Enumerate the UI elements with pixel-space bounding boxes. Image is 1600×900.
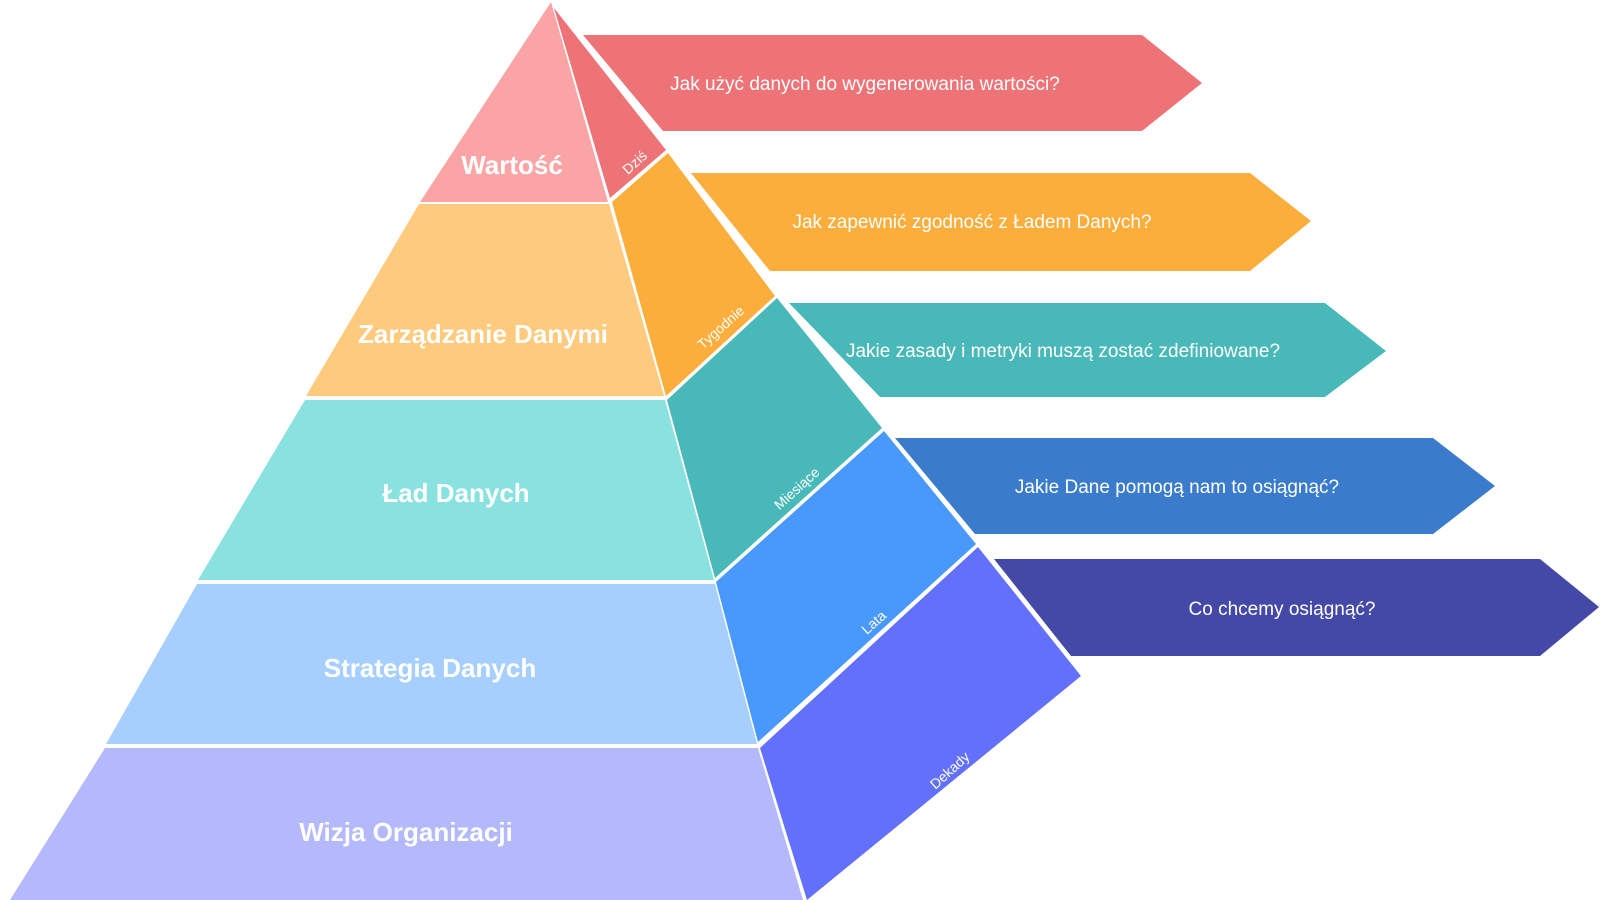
arrow-label-strategia: Jakie Dane pomogą nam to osiągnąć? (1015, 477, 1339, 498)
arrow-label-wizja: Co chcemy osiągnąć? (1189, 599, 1376, 620)
pyramid-side (554, 8, 1081, 900)
arrow-zarzadzanie (691, 173, 1311, 271)
layer-labels: Wartość Zarządzanie Danymi Ład Danych St… (299, 150, 608, 847)
layer-wartosc (420, 2, 608, 202)
side-miesiace (667, 298, 882, 578)
side-lata (716, 431, 976, 742)
arrow-wizja (994, 559, 1599, 656)
layer-label-wartosc: Wartość (461, 150, 563, 180)
layer-strategia-danych (106, 584, 757, 744)
pyramid-front (10, 2, 803, 900)
side-dzis (554, 8, 666, 198)
arrow-lad (789, 303, 1386, 397)
arrow-label-wartosc: Jak użyć danych do wygenerowania wartośc… (670, 74, 1060, 95)
layer-zarzadzanie-danymi (306, 204, 664, 396)
arrow-label-lad: Jakie zasady i metryki muszą zostać zdef… (846, 341, 1280, 362)
arrows (583, 35, 1599, 656)
layer-label-zarzadzanie: Zarządzanie Danymi (358, 319, 608, 349)
layer-label-strategia: Strategia Danych (324, 653, 536, 683)
layer-label-wizja: Wizja Organizacji (299, 817, 513, 847)
layer-label-lad: Ład Danych (382, 478, 529, 508)
side-dekady (760, 547, 1081, 900)
layer-wizja-organizacji (10, 748, 803, 900)
layer-lad-danych (198, 400, 714, 580)
arrow-wartosc (583, 35, 1202, 131)
arrow-labels: Jak użyć danych do wygenerowania wartośc… (670, 74, 1375, 620)
arrow-label-zarzadzanie: Jak zapewnić zgodność z Ładem Danych? (792, 212, 1151, 233)
side-tygodnie (612, 153, 775, 396)
arrow-strategia (895, 438, 1495, 534)
